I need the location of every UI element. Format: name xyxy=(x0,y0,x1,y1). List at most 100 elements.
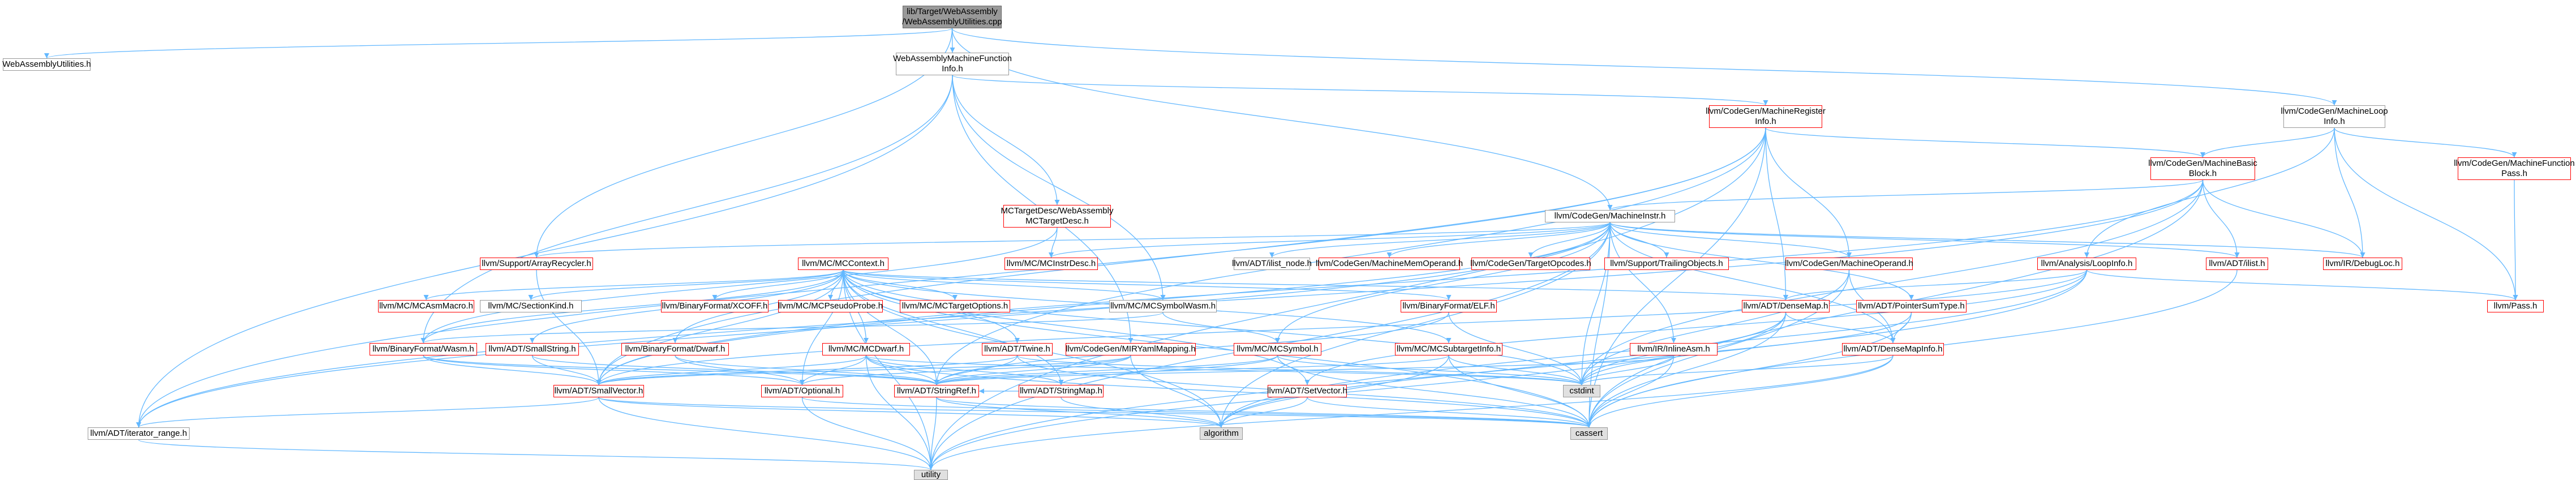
node-machine-basic-block-h[interactable]: llvm/CodeGen/MachineBasic Block.h xyxy=(2148,157,2257,180)
edge-binary_wasm-to-optional xyxy=(423,355,805,385)
node-string-map-h[interactable]: llvm/ADT/StringMap.h xyxy=(1019,385,1104,397)
edge-mc_subtarget_info-to-string_ref xyxy=(934,355,1449,385)
edge-loop_info-to-utility xyxy=(928,269,2088,470)
node-utility[interactable]: utility xyxy=(914,470,948,480)
node-webassembly-utilities-h[interactable]: WebAssemblyUtilities.h xyxy=(2,58,91,71)
node-label-line: llvm/MC/SectionKind.h xyxy=(488,301,574,311)
node-small-string-h[interactable]: llvm/ADT/SmallString.h xyxy=(486,343,579,355)
node-label-line: llvm/Support/ArrayRecycler.h xyxy=(482,259,591,268)
edge-machine_loop_info-to-machine_function_pass xyxy=(2334,127,2517,158)
node-label-line: llvm/ADT/ilist_node.h xyxy=(1232,259,1312,268)
node-mc-symbol-wasm-h[interactable]: llvm/MC/MCSymbolWasm.h xyxy=(1109,300,1217,312)
node-debug-loc-h[interactable]: llvm/IR/DebugLoc.h xyxy=(2323,258,2402,270)
node-label-line: llvm/CodeGen/MachineMemOperand.h xyxy=(1315,259,1463,268)
edge-mir_yaml_mapping-to-algorithm xyxy=(1130,355,1224,428)
node-label-line: llvm/ADT/DenseMapInfo.h xyxy=(1843,344,1943,354)
node-label-line: llvm/BinaryFormat/ELF.h xyxy=(1402,301,1495,311)
node-dense-map-info-h[interactable]: llvm/ADT/DenseMapInfo.h xyxy=(1842,343,1944,355)
node-label-line: llvm/MC/MCSymbolWasm.h xyxy=(1110,301,1216,311)
node-label-line: Info.h xyxy=(1755,117,1776,126)
node-cassert[interactable]: cassert xyxy=(1570,427,1608,440)
node-machine-mem-operand-h[interactable]: llvm/CodeGen/MachineMemOperand.h xyxy=(1315,258,1463,270)
edge-array_recycler-to-small_vector xyxy=(536,269,602,385)
edge-small_string-to-small_vector xyxy=(531,355,602,385)
node-mc-asm-macro-h[interactable]: llvm/MC/MCAsmMacro.h xyxy=(378,300,474,312)
node-target-opcodes-h[interactable]: llvm/CodeGen/TargetOpcodes.h xyxy=(1470,258,1591,270)
node-twine-h[interactable]: llvm/ADT/Twine.h xyxy=(982,343,1053,355)
node-mir-yaml-mapping-h[interactable]: llvm/CodeGen/MIRYamlMapping.h xyxy=(1066,343,1196,355)
edge-mc_dwarf-to-string_ref xyxy=(865,355,939,385)
node-algorithm[interactable]: algorithm xyxy=(1200,427,1243,440)
edge-machine_basic_block-to-debug_loc xyxy=(2202,179,2365,258)
edge-mc_context-to-set_vector xyxy=(843,269,1310,385)
node-machine-register-info-h[interactable]: llvm/CodeGen/MachineRegister Info.h xyxy=(1706,105,1826,128)
edge-binary_elf-to-cstdint xyxy=(1448,312,1585,385)
node-mc-context-h[interactable]: llvm/MC/MCContext.h xyxy=(798,258,888,270)
node-label-line: llvm/ADT/iterator_range.h xyxy=(90,428,187,438)
node-binary-xcoff-h[interactable]: llvm/BinaryFormat/XCOFF.h xyxy=(661,300,768,312)
edge-dense_map_info-to-utility xyxy=(928,355,1894,470)
node-label-line: llvm/MC/MCContext.h xyxy=(802,259,885,268)
node-set-vector-h[interactable]: llvm/ADT/SetVector.h xyxy=(1267,385,1347,397)
node-machine-loop-info-h[interactable]: llvm/CodeGen/MachineLoop Info.h xyxy=(2281,105,2388,128)
node-iterator-range-h[interactable]: llvm/ADT/iterator_range.h xyxy=(88,427,190,440)
node-pointer-sum-type-h[interactable]: llvm/ADT/PointerSumType.h xyxy=(1856,300,1967,312)
node-loop-info-h[interactable]: llvm/Analysis/LoopInfo.h xyxy=(2037,258,2136,270)
node-cstdint[interactable]: cstdint xyxy=(1563,385,1600,397)
edge-set_vector-to-cassert xyxy=(1307,397,1592,428)
node-binary-elf-h[interactable]: llvm/BinaryFormat/ELF.h xyxy=(1401,300,1497,312)
edge-machine_instr-to-machine_operand xyxy=(1609,222,1852,258)
node-label-line: llvm/ADT/ilist.h xyxy=(2209,259,2265,268)
node-small-vector-h[interactable]: llvm/ADT/SmallVector.h xyxy=(553,385,644,397)
node-label-line: WebAssemblyMachineFunction xyxy=(893,54,1012,63)
node-optional-h[interactable]: llvm/ADT/Optional.h xyxy=(761,385,843,397)
edge-machine_instr-to-inline_asm xyxy=(1609,222,1677,344)
edge-machine_loop_info-to-loop_info xyxy=(2084,127,2335,258)
node-mc-instr-desc-h[interactable]: llvm/MC/MCInstrDesc.h xyxy=(1004,258,1098,270)
node-webassembly-machine-function-info-h[interactable]: WebAssemblyMachineFunction Info.h xyxy=(893,53,1012,75)
node-string-ref-h[interactable]: llvm/ADT/StringRef.h xyxy=(894,385,979,397)
node-mc-pseudo-probe-h[interactable]: llvm/MC/MCPseudoProbe.h xyxy=(778,300,883,312)
edge-small_vector-to-algorithm xyxy=(598,397,1224,428)
edge-machine_register_info-to-utility xyxy=(928,127,1766,470)
node-binary-dwarf-h[interactable]: llvm/BinaryFormat/Dwarf.h xyxy=(621,343,729,355)
edge-mir_yaml_mapping-to-small_vector xyxy=(596,355,1131,385)
edge-mc_context-to-mc_symbol_wasm xyxy=(843,269,1166,301)
node-label-line: cstdint xyxy=(1569,386,1594,396)
node-mc-symbol-h[interactable]: llvm/MC/MCSymbol.h xyxy=(1234,343,1321,355)
node-label-line: llvm/CodeGen/MachineOperand.h xyxy=(1785,259,1913,268)
edge-root-to-array_recycler xyxy=(534,28,953,258)
node-label-line: llvm/MC/MCInstrDesc.h xyxy=(1006,259,1096,268)
edge-loop_info-to-dense_map xyxy=(1783,269,2088,301)
edge-binary_wasm-to-string_ref xyxy=(423,355,939,385)
node-label-line: llvm/BinaryFormat/Dwarf.h xyxy=(625,344,725,354)
node-section-kind-h[interactable]: llvm/MC/SectionKind.h xyxy=(480,300,582,312)
edge-wasm_mfi_h-to-binary_wasm xyxy=(420,75,953,344)
node-label-line: Info.h xyxy=(2324,117,2345,126)
node-inline-asm-h[interactable]: llvm/IR/InlineAsm.h xyxy=(1630,343,1718,355)
node-mc-subtarget-info-h[interactable]: llvm/MC/MCSubtargetInfo.h xyxy=(1395,343,1502,355)
node-dense-map-h[interactable]: llvm/ADT/DenseMap.h xyxy=(1742,300,1830,312)
edge-wasm_mfi_h-to-mc_symbol_wasm xyxy=(952,75,1166,301)
node-root-file[interactable]: lib/Target/WebAssembly /WebAssemblyUtili… xyxy=(902,6,1002,28)
edge-mc_symbol_wasm-to-binary_wasm xyxy=(420,312,1164,344)
edge-iterator_range-to-utility xyxy=(138,439,934,470)
edge-machine_register_info-to-machine_basic_block xyxy=(1765,127,2205,158)
edge-machine_instr-to-array_recycler xyxy=(534,222,1611,258)
node-machine-instr-h[interactable]: llvm/CodeGen/MachineInstr.h xyxy=(1545,210,1675,222)
node-trailing-objects-h[interactable]: llvm/Support/TrailingObjects.h xyxy=(1604,258,1729,270)
node-ilist-h[interactable]: llvm/ADT/ilist.h xyxy=(2206,258,2268,270)
node-mc-dwarf-h[interactable]: llvm/MC/MCDwarf.h xyxy=(822,343,910,355)
node-label-line: llvm/Support/TrailingObjects.h xyxy=(1610,259,1723,268)
edge-mc_dwarf-to-small_vector xyxy=(596,355,867,385)
node-label-line: llvm/ADT/DenseMap.h xyxy=(1743,301,1828,311)
node-machine-operand-h[interactable]: llvm/CodeGen/MachineOperand.h xyxy=(1785,258,1913,270)
node-ilist-node-h[interactable]: llvm/ADT/ilist_node.h xyxy=(1232,258,1312,270)
node-machine-function-pass-h[interactable]: llvm/CodeGen/MachineFunction Pass.h xyxy=(2454,157,2575,180)
node-binary-wasm-h[interactable]: llvm/BinaryFormat/Wasm.h xyxy=(370,343,477,355)
node-array-recycler-h[interactable]: llvm/Support/ArrayRecycler.h xyxy=(480,258,593,270)
node-pass-h[interactable]: llvm/Pass.h xyxy=(2487,300,2544,312)
node-mc-target-options-h[interactable]: llvm/MC/MCTargetOptions.h xyxy=(900,300,1010,312)
node-mc-target-desc-h[interactable]: MCTargetDesc/WebAssembly MCTargetDesc.h xyxy=(1001,205,1113,228)
node-label-line: llvm/ADT/PointerSumType.h xyxy=(1858,301,1965,311)
